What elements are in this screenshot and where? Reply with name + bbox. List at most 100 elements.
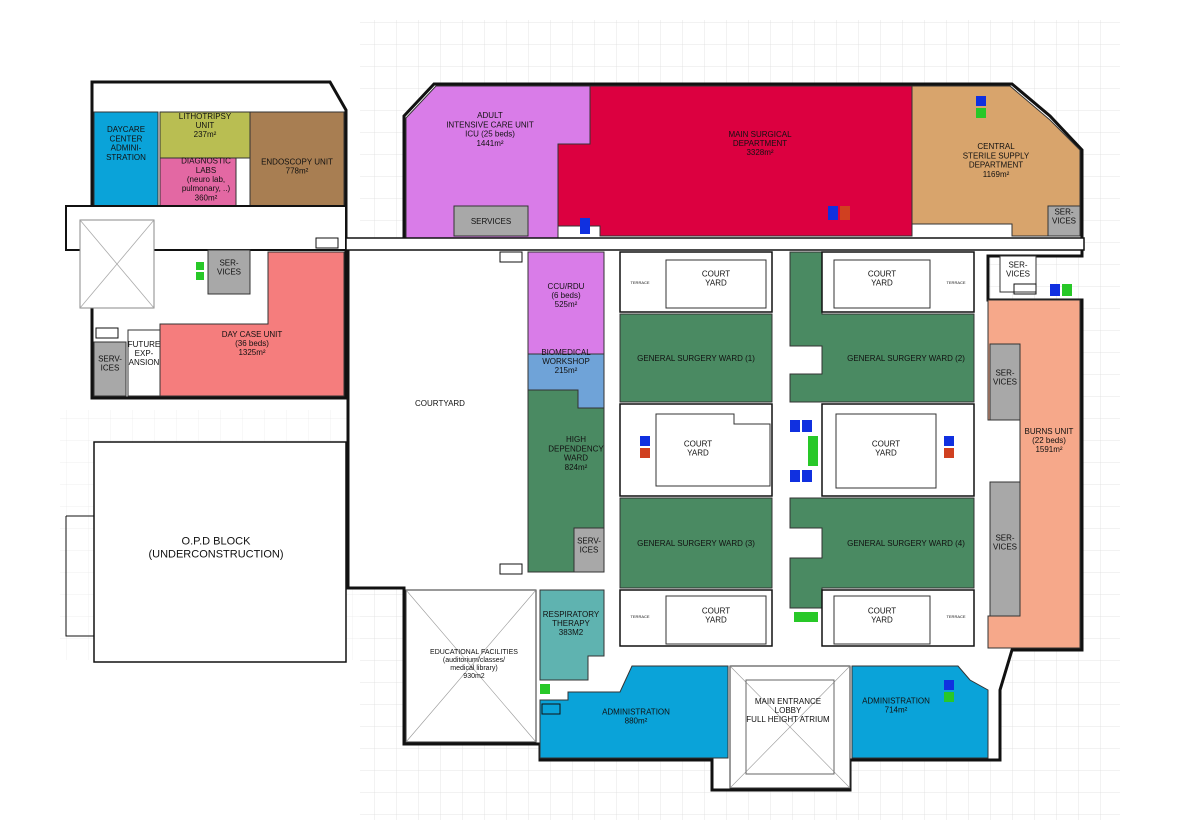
core-blue <box>944 680 954 690</box>
stair <box>499 251 523 263</box>
gsw1-room <box>619 313 773 403</box>
admin-left-room <box>539 665 729 759</box>
core-green <box>794 612 818 622</box>
admin-right-room <box>851 665 989 759</box>
core-blue <box>828 206 838 220</box>
core-blue <box>580 218 590 234</box>
label-services-ne: SER-VICES <box>1052 207 1076 225</box>
stair <box>1013 283 1037 295</box>
label-courtyard-open: COURTYARD <box>415 399 465 408</box>
daycare-admin-room <box>93 111 159 207</box>
cores <box>196 96 1072 702</box>
stairs <box>95 237 1037 715</box>
label-services-right-mid: SER-VICES <box>993 368 1017 386</box>
core-green <box>540 684 550 694</box>
respiratory-room <box>539 589 605 681</box>
label-services-right-top: SER-VICES <box>1006 260 1030 278</box>
label-gsw4: GENERAL SURGERY WARD (4) <box>847 539 965 548</box>
core-green <box>944 692 954 702</box>
core-red <box>640 448 650 458</box>
services-right-mid-room <box>989 343 1021 421</box>
services-hdw-room <box>573 527 605 573</box>
label-services-top: SERVICES <box>471 217 511 226</box>
core-blue <box>944 436 954 446</box>
core-blue <box>802 470 812 482</box>
core-blue <box>976 96 986 106</box>
gsw4-room <box>789 497 975 609</box>
courtyard-br <box>833 595 931 645</box>
main-surgical-room <box>557 85 913 237</box>
core-blue <box>640 436 650 446</box>
label-terrace-tl: TERRACE <box>630 280 649 285</box>
label-gsw3: GENERAL SURGERY WARD (3) <box>637 539 755 548</box>
label-gsw2: GENERAL SURGERY WARD (2) <box>847 354 965 363</box>
stair <box>95 327 119 339</box>
stair <box>541 703 561 715</box>
label-terrace-br: TERRACE <box>946 614 965 619</box>
services-far-left-room <box>93 341 127 397</box>
core-blue <box>790 470 800 482</box>
label-burns: BURNS UNIT(22 beds)1591m² <box>1025 427 1074 454</box>
services-right-low-room <box>989 481 1021 617</box>
label-opd: O.P.D BLOCK(UNDERCONSTRUCTION) <box>148 536 283 561</box>
future-expansion-room <box>127 329 161 397</box>
gsw3-room <box>619 497 773 589</box>
core-green <box>196 272 204 280</box>
label-services-left-mid: SER-VICES <box>217 258 241 276</box>
label-educational: EDUCATIONAL FACILITIES(auditorium/classe… <box>430 649 518 680</box>
core-green <box>196 262 204 270</box>
stair <box>315 237 339 249</box>
label-gsw1: GENERAL SURGERY WARD (1) <box>637 354 755 363</box>
label-services-hdw: SERV-ICES <box>577 536 601 554</box>
main-corridor <box>345 237 1085 251</box>
edu-x2 <box>405 589 537 743</box>
lobby-inner <box>745 679 835 775</box>
core-blue <box>1050 284 1060 296</box>
label-services-far-left: SERV-ICES <box>98 354 122 372</box>
core-green <box>1062 284 1072 296</box>
ccu-room <box>527 251 605 355</box>
opd-inner-outline <box>65 515 95 662</box>
label-terrace-bl: TERRACE <box>630 614 649 619</box>
core-green <box>976 108 986 118</box>
courtyard-bl <box>665 595 767 645</box>
lobby-x2 <box>729 665 851 789</box>
core-blue <box>790 420 800 432</box>
atrium-x2 <box>79 219 155 309</box>
courtyard-tl <box>665 259 767 309</box>
services-left-mid-room <box>207 249 251 295</box>
core-blue <box>802 420 812 432</box>
label-services-right-low: SER-VICES <box>993 533 1017 551</box>
services-right-top-room <box>999 255 1037 293</box>
core-red <box>840 206 850 220</box>
courtyard-tr <box>833 259 931 309</box>
services-ne-room <box>1047 205 1081 237</box>
stair <box>499 563 523 575</box>
courtyard-mr <box>835 413 937 489</box>
services-top-room <box>453 205 529 237</box>
core-red <box>944 448 954 458</box>
core-green <box>808 436 818 466</box>
label-terrace-tr: TERRACE <box>946 280 965 285</box>
label-day-case: DAY CASE UNIT(36 beds)1325m² <box>222 330 283 357</box>
